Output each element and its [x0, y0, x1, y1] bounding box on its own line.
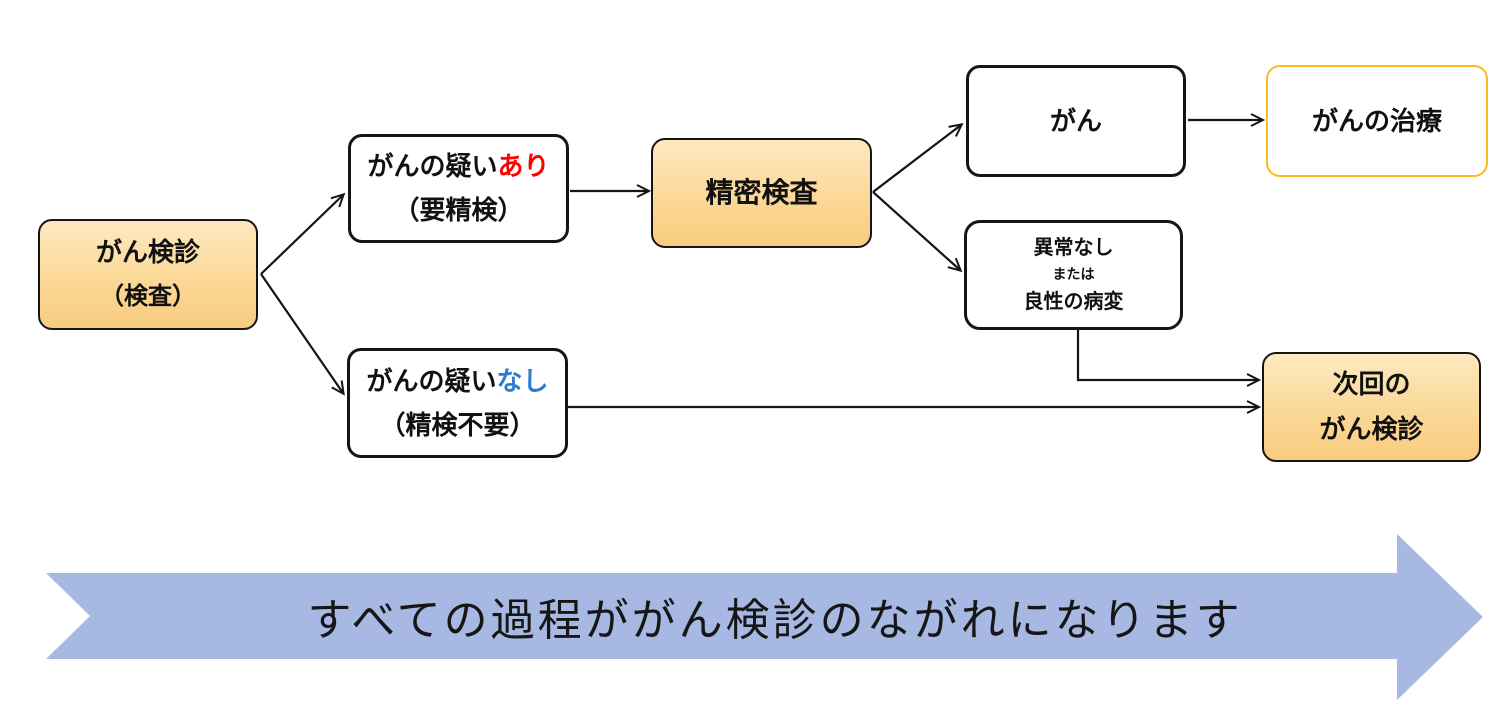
node-suspicion-negative: がんの疑いなし （精検不要）	[347, 348, 568, 458]
suspicion-positive-highlight: あり	[497, 151, 550, 182]
arrow-screening-to-suspicion-no	[260, 273, 343, 393]
node-suspicion-negative-subtitle: （精検不要）	[379, 409, 536, 440]
node-cancer: がん	[966, 65, 1186, 177]
node-cancer-treatment: がんの治療	[1266, 65, 1488, 177]
node-suspicion-positive-subtitle: （要精検）	[393, 195, 524, 226]
node-next-screening-line1: 次回の	[1332, 369, 1411, 400]
node-next-screening-line2: がん検診	[1319, 414, 1424, 445]
arrow-detailed-exam-to-cancer	[872, 125, 961, 193]
node-detailed-exam: 精密検査	[651, 138, 872, 248]
arrow-benign-to-next-screening	[1076, 330, 1258, 380]
node-cancer-label: がん	[1049, 105, 1102, 136]
suspicion-positive-prefix: がんの疑い	[367, 151, 498, 182]
node-cancer-treatment-label: がんの治療	[1311, 105, 1442, 136]
arrow-screening-to-suspicion-yes	[260, 195, 343, 275]
node-suspicion-positive: がんの疑いあり （要精検）	[348, 134, 569, 243]
suspicion-negative-prefix: がんの疑い	[366, 365, 497, 396]
node-benign-result: 異常なし または 良性の病変	[964, 220, 1183, 330]
node-cancer-screening: がん検診 （検査）	[38, 219, 258, 330]
banner-caption: すべての過程ががん検診のながれになります	[307, 596, 1243, 645]
node-benign-line3: 良性の病変	[1023, 290, 1124, 313]
suspicion-negative-highlight: なし	[496, 365, 549, 396]
node-benign-line2: または	[1052, 266, 1095, 283]
node-suspicion-negative-title: がんの疑いなし	[366, 365, 549, 396]
arrow-detailed-exam-to-benign	[872, 191, 960, 270]
node-detailed-exam-label: 精密検査	[705, 176, 818, 208]
node-benign-line1: 異常なし	[1033, 237, 1114, 260]
node-cancer-screening-subtitle: （検査）	[100, 283, 196, 311]
node-suspicion-positive-title: がんの疑いあり	[367, 152, 549, 181]
node-cancer-screening-title: がん検診	[95, 237, 200, 268]
node-next-screening: 次回の がん検診	[1262, 352, 1481, 462]
